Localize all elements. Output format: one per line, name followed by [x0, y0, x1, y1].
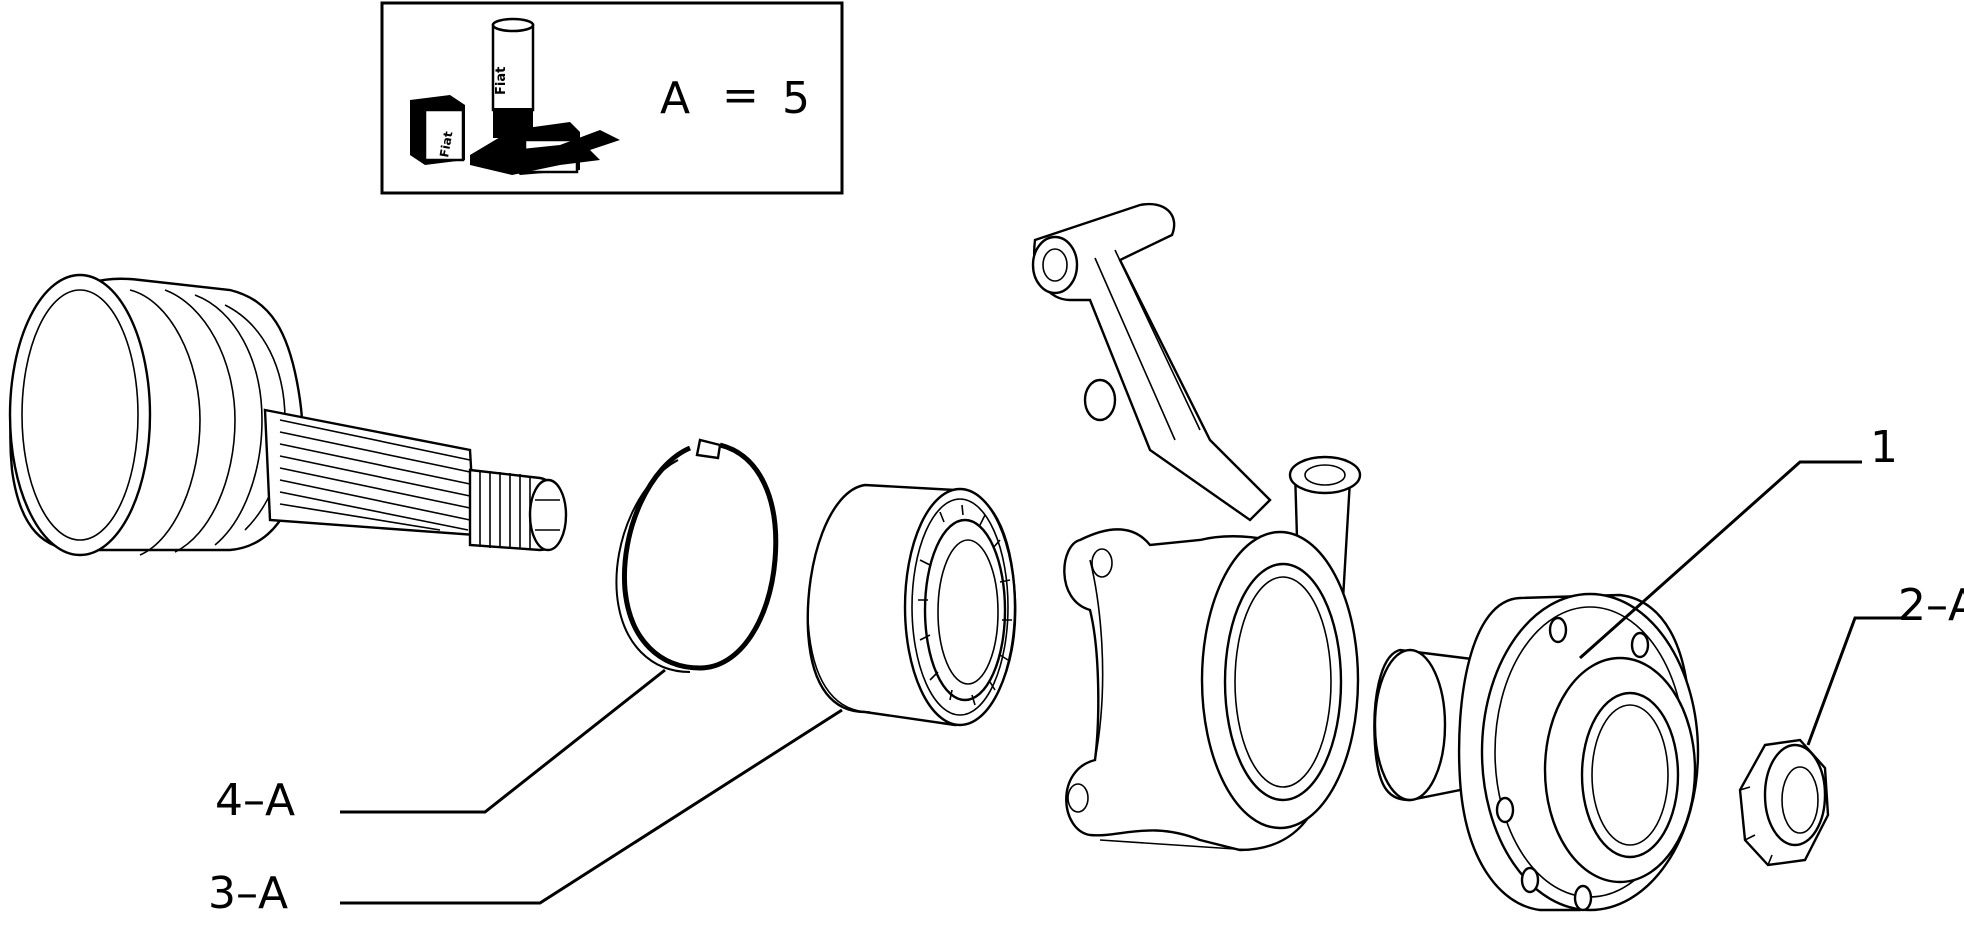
legend-equals: =: [722, 70, 759, 121]
brand-label-box-right: Fiat: [533, 154, 559, 168]
wheel-bearing-3a: [806, 483, 1017, 727]
cv-joint-shaft: [8, 273, 568, 557]
wheel-hub-1: [1373, 592, 1700, 912]
leader-line-1: [1579, 460, 1862, 660]
callout-2a: 2–A: [1898, 580, 1964, 631]
callout-3a: 3–A: [208, 868, 288, 919]
leader-line-4a: [340, 668, 666, 814]
legend-letter: A: [660, 73, 690, 124]
legend-value: 5: [782, 73, 810, 124]
hex-nut-2a: [1738, 738, 1830, 867]
leader-line-3a: [340, 708, 843, 905]
callout-4a: 4–A: [215, 775, 295, 826]
leader-lines: [340, 460, 1905, 905]
brand-label-tube: Fiat: [494, 67, 509, 95]
steering-knuckle: [1031, 202, 1362, 852]
legend-box: Fiat Fiat Fiat A = 5: [380, 1, 844, 195]
sealant-products-icon: Fiat Fiat Fiat: [410, 17, 620, 175]
leader-line-2a: [1806, 616, 1905, 746]
brand-label-box-left: Fiat: [437, 130, 455, 158]
circlip-4a: [615, 438, 779, 673]
callout-1: 1: [1870, 422, 1898, 473]
